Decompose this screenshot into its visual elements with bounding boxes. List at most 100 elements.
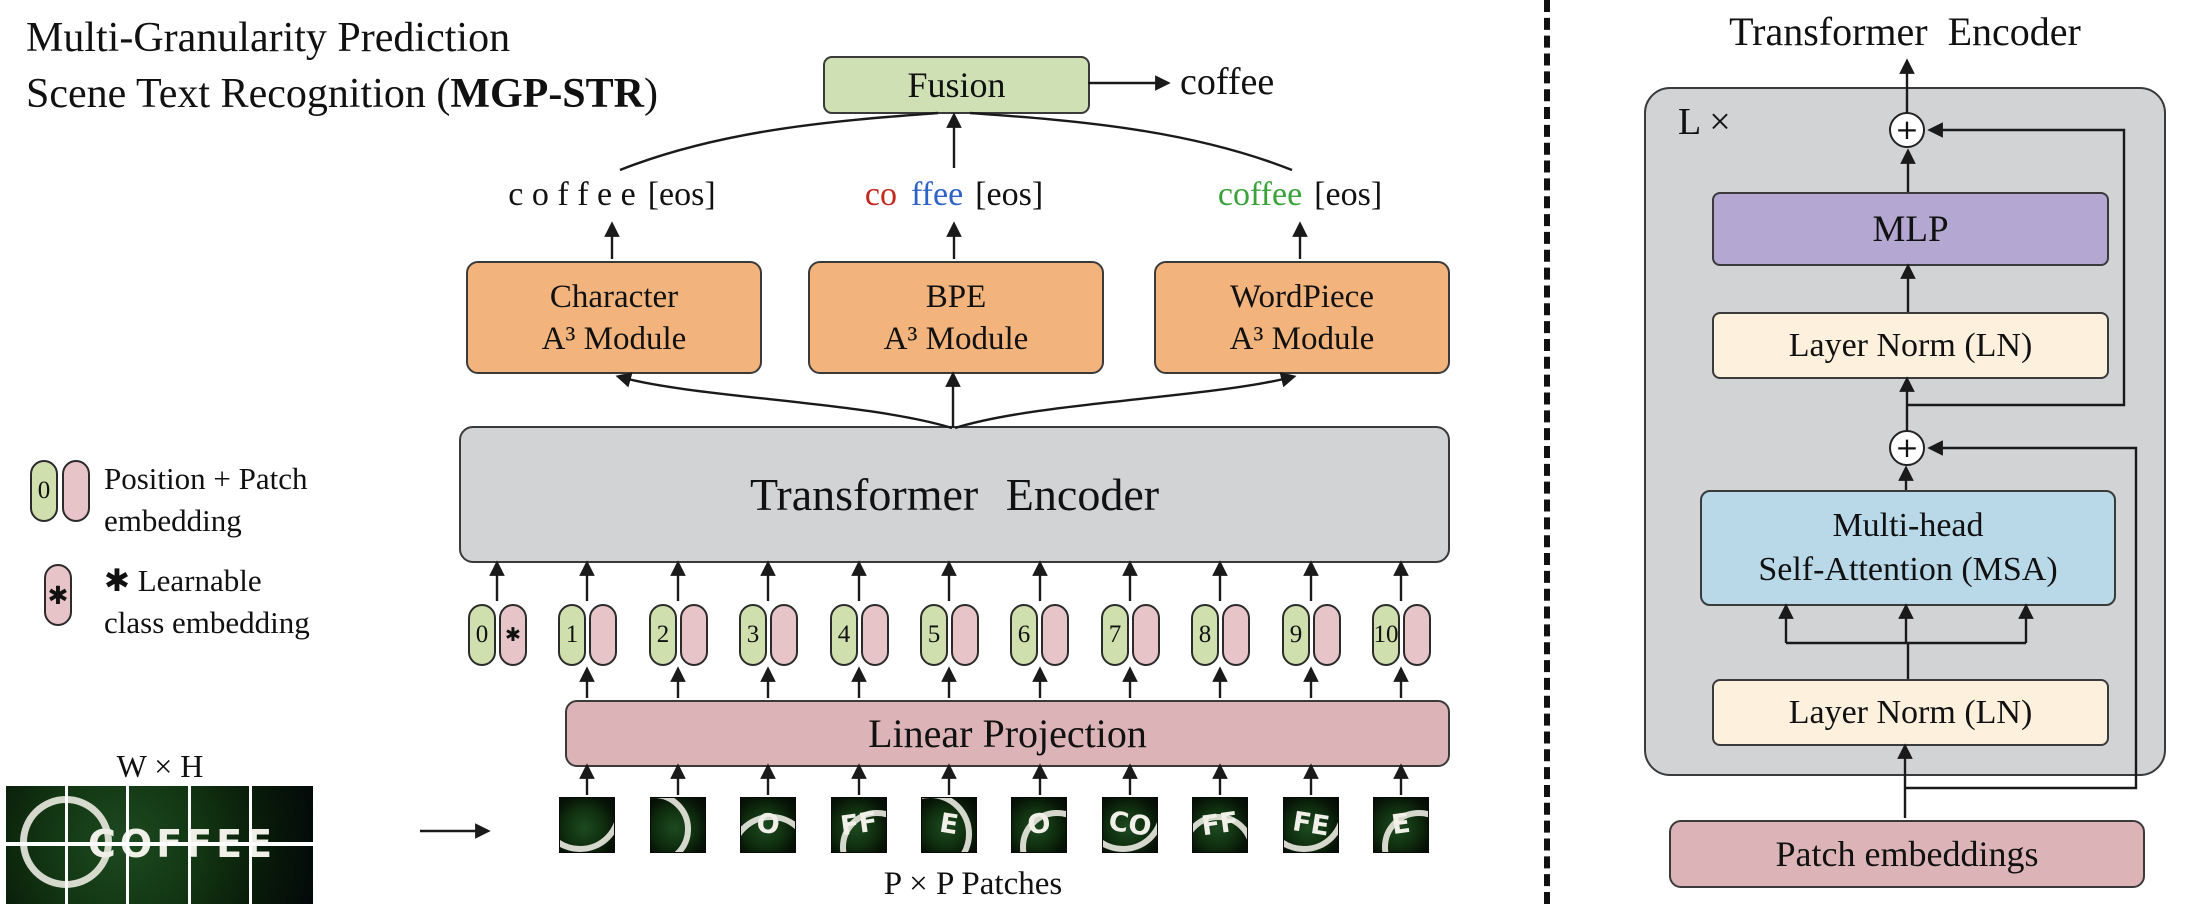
patch-embeddings-box: Patch embeddings [1669,820,2145,888]
image-size-label: W × H [116,748,204,784]
legend-line: class embedding [104,605,310,640]
position-embedding-pill: 7 [1101,604,1129,666]
token-pair-7: 7 [1101,604,1160,666]
class-embedding-pill: ✱ [499,604,527,666]
position-embedding-pill: 4 [830,604,858,666]
title-line2-pre: Scene Text Recognition ( [26,71,451,117]
module-line2: A³ Module [883,320,1029,357]
layer-norm-upper-box: Layer Norm (LN) [1712,312,2109,379]
patch-letter: CO [1106,805,1154,844]
right-panel-title: Transformer Encoder [1729,9,2081,54]
image-grid-line [6,842,313,846]
token-pair-0: 0 ✱ [468,604,527,666]
msa-box: Multi-head Self-Attention (MSA) [1700,490,2116,606]
plus-sign: + [1895,431,1919,464]
position-embedding-pill: 6 [1010,604,1038,666]
patch-embeddings-label: Patch embeddings [1775,834,2039,874]
image-patch [650,797,706,853]
bpe-token-1: co [864,176,897,213]
position-embedding-pill: 3 [739,604,767,666]
module-line2: A³ Module [541,320,687,357]
token-pair-4: 4 [830,604,889,666]
mlp-label: MLP [1872,208,1949,250]
position-embedding-pill: 5 [920,604,948,666]
page-title: Multi-Granularity Prediction Scene Text … [26,10,658,122]
panel-divider [1544,0,1550,904]
legend-line: embedding [104,503,242,538]
patch-embedding-pill [1313,604,1341,666]
linear-projection-label: Linear Projection [868,711,1147,756]
position-embedding-pill: 2 [649,604,677,666]
legend-line: Position + Patch [104,461,308,496]
legend-class-pill: ✱ [44,564,72,626]
token-pair-1: 1 [558,604,617,666]
wordpiece-prediction: coffee [eos] [1130,176,1470,214]
title-line2-bold: MGP-STR [450,71,645,117]
patch-letter: FF [838,806,880,843]
token-pair-9: 9 [1282,604,1341,666]
char-eos: [eos] [647,176,716,213]
char-tokens: c o f f e e [508,176,636,213]
position-embedding-pill: 0 [468,604,496,666]
patch-embedding-pill [951,604,979,666]
image-patch: FF [1192,797,1248,853]
bpe-a3-module: BPE A³ Module [808,261,1104,374]
legend-line: ✱ Learnable [104,563,262,598]
fusion-label: Fusion [907,65,1006,105]
image-patch: FF [831,797,887,853]
mlp-box: MLP [1712,192,2109,266]
wordpiece-eos: [eos] [1314,176,1383,213]
patches-label: P × P Patches [883,866,1063,902]
msa-line2: Self-Attention (MSA) [1758,551,2058,588]
token-pair-5: 5 [920,604,979,666]
msa-line1: Multi-head [1832,507,1984,544]
image-patch: O [740,797,796,853]
patch-embedding-pill [680,604,708,666]
residual-add-icon: + [1889,112,1925,148]
bpe-eos: [eos] [975,176,1044,213]
legend-patch-pill [62,460,90,522]
module-line1: BPE [925,278,987,315]
loop-count-label: L × [1678,101,1731,143]
title-line1: Multi-Granularity Prediction [26,15,511,61]
title-line2: Scene Text Recognition (MGP-STR) [26,66,658,122]
image-patch: E [1373,797,1429,853]
fusion-box: Fusion [823,56,1090,114]
residual-add-icon: + [1889,430,1925,466]
token-pair-6: 6 [1010,604,1069,666]
bpe-token-2: ffee [910,176,964,213]
module-line1: Character [549,278,679,315]
position-embedding-pill: 1 [558,604,586,666]
linear-projection-box: Linear Projection [565,700,1450,767]
patch-embedding-pill [589,604,617,666]
layer-norm-label: Layer Norm (LN) [1788,326,2033,364]
title-line2-post: ) [644,71,659,117]
patch-embedding-pill [1222,604,1250,666]
patch-letter: O [1025,807,1053,842]
patch-letter: E [1389,807,1413,842]
patch-embedding-pill [1403,604,1431,666]
token-pair-3: 3 [739,604,798,666]
patch-embedding-pill [770,604,798,666]
image-patch: E [921,797,977,853]
position-embedding-pill: 9 [1282,604,1310,666]
module-line1: WordPiece [1230,278,1374,315]
patch-letter: FE [1290,806,1332,843]
patch-letter: E [937,807,961,842]
character-prediction: c o f f e e [eos] [442,176,782,214]
position-embedding-pill: 8 [1191,604,1219,666]
image-patch [559,797,615,853]
position-embedding-pill: 10 [1372,604,1400,666]
legend-position-patch-pills: 0 [30,460,90,522]
layer-norm-label: Layer Norm (LN) [1788,693,2033,731]
patch-letter: O [754,807,782,842]
image-patch: O [1011,797,1067,853]
patch-embedding-pill [861,604,889,666]
patch-embedding-pill [1132,604,1160,666]
token-pair-8: 8 [1191,604,1250,666]
wordpiece-a3-module: WordPiece A³ Module [1154,261,1450,374]
wordpiece-token: coffee [1217,176,1303,213]
patch-letter: FF [1199,806,1241,843]
